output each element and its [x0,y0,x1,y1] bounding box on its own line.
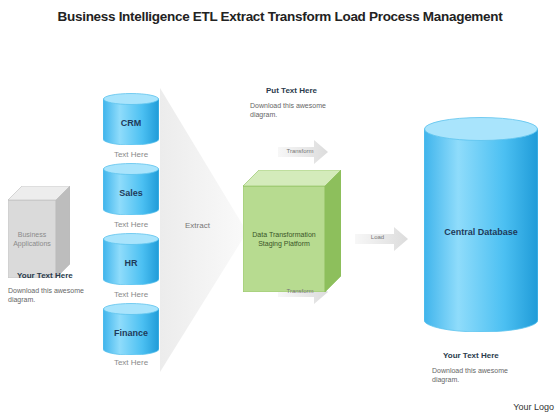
source-cylinder: CRM [103,93,159,145]
application-cube: Business Applications [8,186,70,278]
cylinder-top [104,234,159,245]
cylinder-body [103,309,159,355]
node-text-group: Central Database [444,226,518,238]
node-text-group: Sales [119,187,143,199]
node-label: HR [125,257,138,269]
cylinder-body [103,169,159,215]
logo-text: Your Logo [488,402,554,414]
database-cylinder: Central Database [424,117,538,332]
source-cylinder: Sales [103,163,159,215]
caption-text: Text Here [100,290,162,300]
node-label: Central Database [444,226,518,238]
cylinder-shape [424,117,538,332]
cylinder-body [424,129,538,332]
cylinder-top [104,164,159,175]
cube-front [8,200,56,278]
cube-side [325,170,341,292]
cylinder-body [103,99,159,145]
step-label: Extract [185,221,225,231]
cylinder-top [104,94,159,105]
source-cylinder: HR [103,233,159,285]
node-label: Sales [119,187,143,199]
caption-text: Text Here [100,150,162,160]
edge-label: Load [355,234,400,242]
body-text: Download this awesome diagram. [8,286,100,304]
node-label: Data Transformation Staging Platform [251,230,317,249]
step-label: Transform [280,148,320,156]
node-text-group: HR [125,257,138,269]
extract-funnel [160,88,247,372]
staging-cube: Data Transformation Staging Platform [243,170,341,292]
source-cylinder: Finance [103,303,159,355]
heading-text: Put Text Here [266,86,346,96]
step-label: Transform [280,288,320,296]
node-label: Business Applications [10,230,54,249]
cylinder-body [103,239,159,285]
cube-front [243,186,325,292]
cube-top [243,170,341,186]
transform-arrow [278,140,328,164]
heading-text: Your Text Here [17,271,97,281]
cylinder-top [104,304,159,315]
body-text: Download this awesome diagram. [432,366,524,384]
body-text: Download this awesome diagram. [250,101,342,119]
diagram-title: Business Intelligence ETL Extract Transf… [0,9,560,24]
cylinder-top [425,118,538,141]
node-label: Finance [114,327,148,339]
node-text-group: CRM [121,117,142,129]
caption-text: Text Here [100,220,162,230]
heading-text: Your Text Here [443,351,523,361]
cube-side [56,186,70,278]
caption-text: Text Here [100,358,162,368]
node-text-group: Data Transformation Staging Platform [251,230,317,249]
node-text-group: Finance [114,327,148,339]
block-arrow [355,227,408,251]
node-text-group: Business Applications [10,230,54,249]
node-label: CRM [121,117,142,129]
